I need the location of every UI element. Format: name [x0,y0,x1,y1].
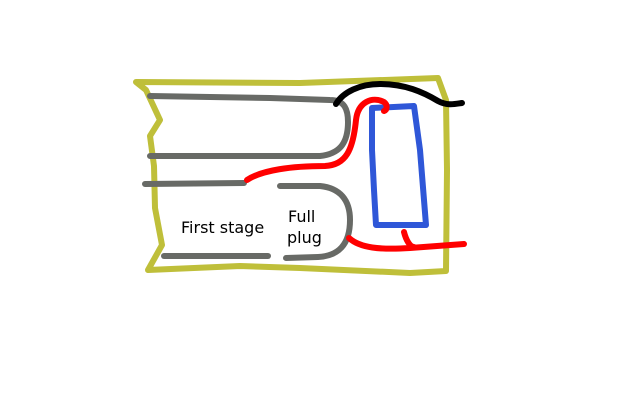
gray-wire-full-plug-loop [277,183,353,261]
label-full-line-2: plug [287,228,322,247]
black-wire [333,81,465,108]
red-wire-lower [346,229,467,252]
blue-component-box [369,103,429,228]
outer-frame [133,75,450,276]
gray-wire-middle [142,180,247,187]
label-full-line-1: Full [288,207,315,226]
red-wire-upper [244,96,390,183]
gray-wire-top-loop [147,93,351,159]
label-first-stage: First stage [181,218,264,237]
